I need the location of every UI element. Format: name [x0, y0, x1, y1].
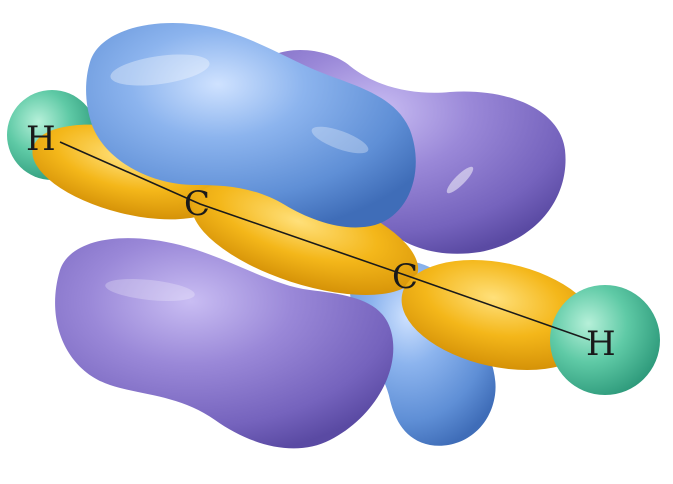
label-hydrogen-right: H — [586, 324, 616, 364]
label-hydrogen-left: H — [26, 119, 56, 159]
label-carbon-left: C — [184, 184, 210, 224]
label-carbon-right: C — [392, 257, 418, 297]
